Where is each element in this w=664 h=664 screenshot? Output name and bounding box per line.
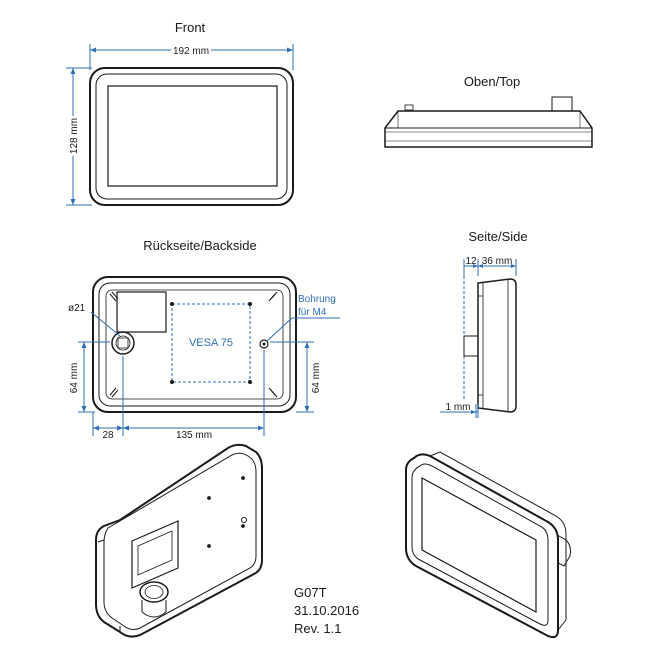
bore-label-1: Bohrung — [298, 294, 336, 305]
side-36-label: 36 mm — [482, 256, 513, 267]
vesa-pattern: VESA 75 — [170, 302, 252, 384]
back-connector — [111, 331, 135, 355]
top-view: Oben/Top — [384, 74, 593, 148]
top-housing — [384, 110, 593, 148]
vesa-label: VESA 75 — [189, 337, 233, 349]
side-1-label: 1 mm — [446, 402, 471, 413]
left-64-dimension: 64 mm — [69, 341, 110, 413]
back-view: Rückseite/Backside ø21 VESA 75 — [68, 238, 340, 441]
front-screen — [107, 85, 278, 187]
back-view-title: Rückseite/Backside — [143, 238, 256, 253]
top-connector — [551, 96, 573, 112]
side-connector — [463, 335, 479, 357]
top-view-title: Oben/Top — [464, 74, 520, 89]
back-housing — [92, 276, 297, 413]
front-width-dimension: 192 mm — [89, 44, 294, 70]
side-housing — [477, 278, 517, 413]
side-view-title: Seite/Side — [468, 229, 527, 244]
side-view: Seite/Side 12 36 mm 1 mm — [440, 229, 528, 418]
front-view: Front 192 mm 128 mm — [66, 20, 294, 206]
front-housing — [89, 67, 294, 206]
date-label: 31.10.2016 — [294, 603, 359, 618]
left-64-label: 64 mm — [69, 363, 80, 394]
right-64-dimension: 64 mm — [270, 341, 322, 413]
bore-label-2: für M4 — [298, 307, 327, 318]
offset-28-label: 28 — [102, 430, 114, 441]
front-width-label: 192 mm — [173, 46, 209, 57]
model-label: G07T — [294, 585, 327, 600]
right-64-label: 64 mm — [311, 363, 322, 394]
isometric-front-view — [405, 451, 571, 639]
isometric-back-view — [95, 443, 263, 638]
span-135-label: 135 mm — [176, 430, 212, 441]
bore-hole — [259, 339, 269, 349]
diameter-label: ø21 — [68, 303, 86, 314]
back-label-plate — [116, 291, 167, 333]
front-height-dimension: 128 mm — [66, 67, 92, 206]
side-12-label: 12 — [465, 256, 477, 267]
front-view-title: Front — [175, 20, 206, 35]
revision-label: Rev. 1.1 — [294, 621, 341, 636]
front-height-label: 128 mm — [69, 118, 80, 154]
bottom-dimensions: 28 135 mm — [92, 350, 265, 441]
info-block: G07T 31.10.2016 Rev. 1.1 — [294, 585, 359, 636]
front-bezel — [95, 73, 288, 200]
